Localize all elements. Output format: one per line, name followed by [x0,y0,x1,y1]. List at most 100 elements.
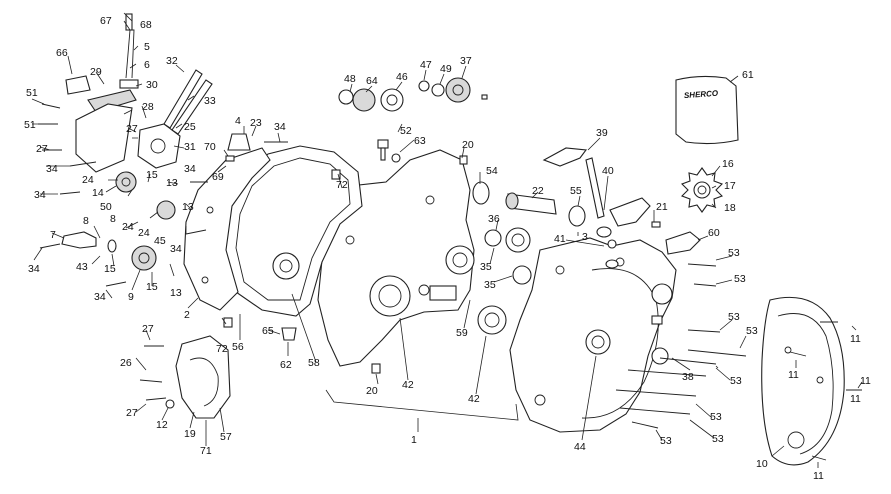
callout-2: 2 [184,309,190,321]
part-gear-set-top [338,77,488,112]
callout-72a: 72 [336,179,348,191]
callout-62: 62 [280,359,292,371]
callout-9: 9 [128,291,134,303]
callout-54: 54 [486,165,498,177]
callout-60: 60 [708,227,720,239]
part-drain-plugs [377,139,468,165]
callout-31: 31 [184,141,196,153]
callout-58: 58 [308,357,320,369]
leader-lines [31,12,863,468]
callout-18: 18 [724,202,736,214]
callout-55: 55 [570,185,582,197]
callout-28: 28 [142,101,154,113]
callout-40: 40 [602,165,614,177]
callout-67: 67 [100,15,112,27]
callout-1: 1 [411,434,417,446]
callout-25: 25 [184,121,196,133]
part-kickstart-gears [61,171,176,271]
callout-10: 10 [756,458,768,470]
callout-13c: 13 [170,287,182,299]
callout-32: 32 [166,55,178,67]
part-sprocket [681,167,723,213]
callout-72b: 72 [216,343,228,355]
callout-69: 69 [212,171,224,183]
callout-30: 30 [146,79,158,91]
callout-45: 45 [154,235,166,247]
callout-51a: 51 [26,87,38,99]
callout-51b: 51 [24,119,36,131]
callout-35b: 35 [484,279,496,291]
callout-34b: 34 [46,163,58,175]
callout-15b: 15 [104,263,116,275]
callout-29: 29 [90,66,102,78]
callout-37: 37 [460,55,472,67]
callout-3: 3 [582,231,588,243]
callout-22: 22 [532,185,544,197]
callout-44: 44 [574,441,586,453]
callout-49: 49 [440,63,452,75]
callout-65: 65 [262,325,274,337]
callout-63: 63 [414,135,426,147]
callout-34d: 34 [34,189,46,201]
callout-43: 43 [76,261,88,273]
callout-53d: 53 [746,325,758,337]
callout-39: 39 [596,127,608,139]
callout-34g: 34 [94,291,106,303]
callout-47: 47 [420,59,432,71]
callout-11e: 11 [813,470,824,482]
callout-24a: 24 [82,174,94,186]
callout-11c: 11 [860,375,871,387]
callout-24b: 24 [122,221,134,233]
callout-38: 38 [682,371,694,383]
callout-11a: 11 [850,333,861,345]
callout-7: 7 [50,229,56,241]
callout-46: 46 [396,71,408,83]
callout-59: 59 [456,327,468,339]
callout-5: 5 [144,41,150,53]
callout-11d: 11 [850,393,861,405]
callout-33: 33 [204,95,216,107]
callout-57: 57 [220,431,232,443]
callout-68: 68 [140,19,152,31]
callout-27b: 27 [36,143,48,155]
part-shift-shaft [542,147,619,269]
callout-12: 12 [156,419,168,431]
callout-52: 52 [400,125,412,137]
callout-11b: 11 [788,369,799,381]
callout-50: 50 [100,201,112,213]
callout-labels: 1 2 3 4 5 6 7 8 8 9 10 11 11 11 11 11 12… [24,15,871,482]
callout-34e: 34 [170,243,182,255]
brand-label: SHERCO [684,89,720,100]
callout-35a: 35 [480,261,492,273]
part-small-fittings [223,133,663,374]
callout-70: 70 [204,141,216,153]
callout-34f: 34 [28,263,40,275]
callout-41: 41 [554,233,566,245]
callout-42a: 42 [402,379,414,391]
callout-6: 6 [144,59,150,71]
callout-20a: 20 [462,139,474,151]
callout-34a: 34 [274,121,286,133]
callout-53g: 53 [712,433,724,445]
callout-16: 16 [722,158,734,170]
callout-19: 19 [184,428,196,440]
part-guard-bracket [65,75,137,173]
callout-53e: 53 [730,375,742,387]
callout-71: 71 [200,445,212,457]
callout-23: 23 [250,117,262,129]
callout-8b: 8 [110,213,116,225]
callout-14: 14 [92,187,104,199]
part-right-crankcase [509,237,677,433]
callout-27d: 27 [126,407,138,419]
callout-21: 21 [656,201,668,213]
callout-27a: 27 [126,123,138,135]
part-left-cover [183,147,271,311]
callout-53b: 53 [734,273,746,285]
callout-27c: 27 [142,323,154,335]
callout-53h: 53 [660,435,672,447]
callout-17: 17 [724,180,736,192]
part-water-pump [165,335,231,419]
callout-66: 66 [56,47,68,59]
part-brackets [609,197,701,255]
